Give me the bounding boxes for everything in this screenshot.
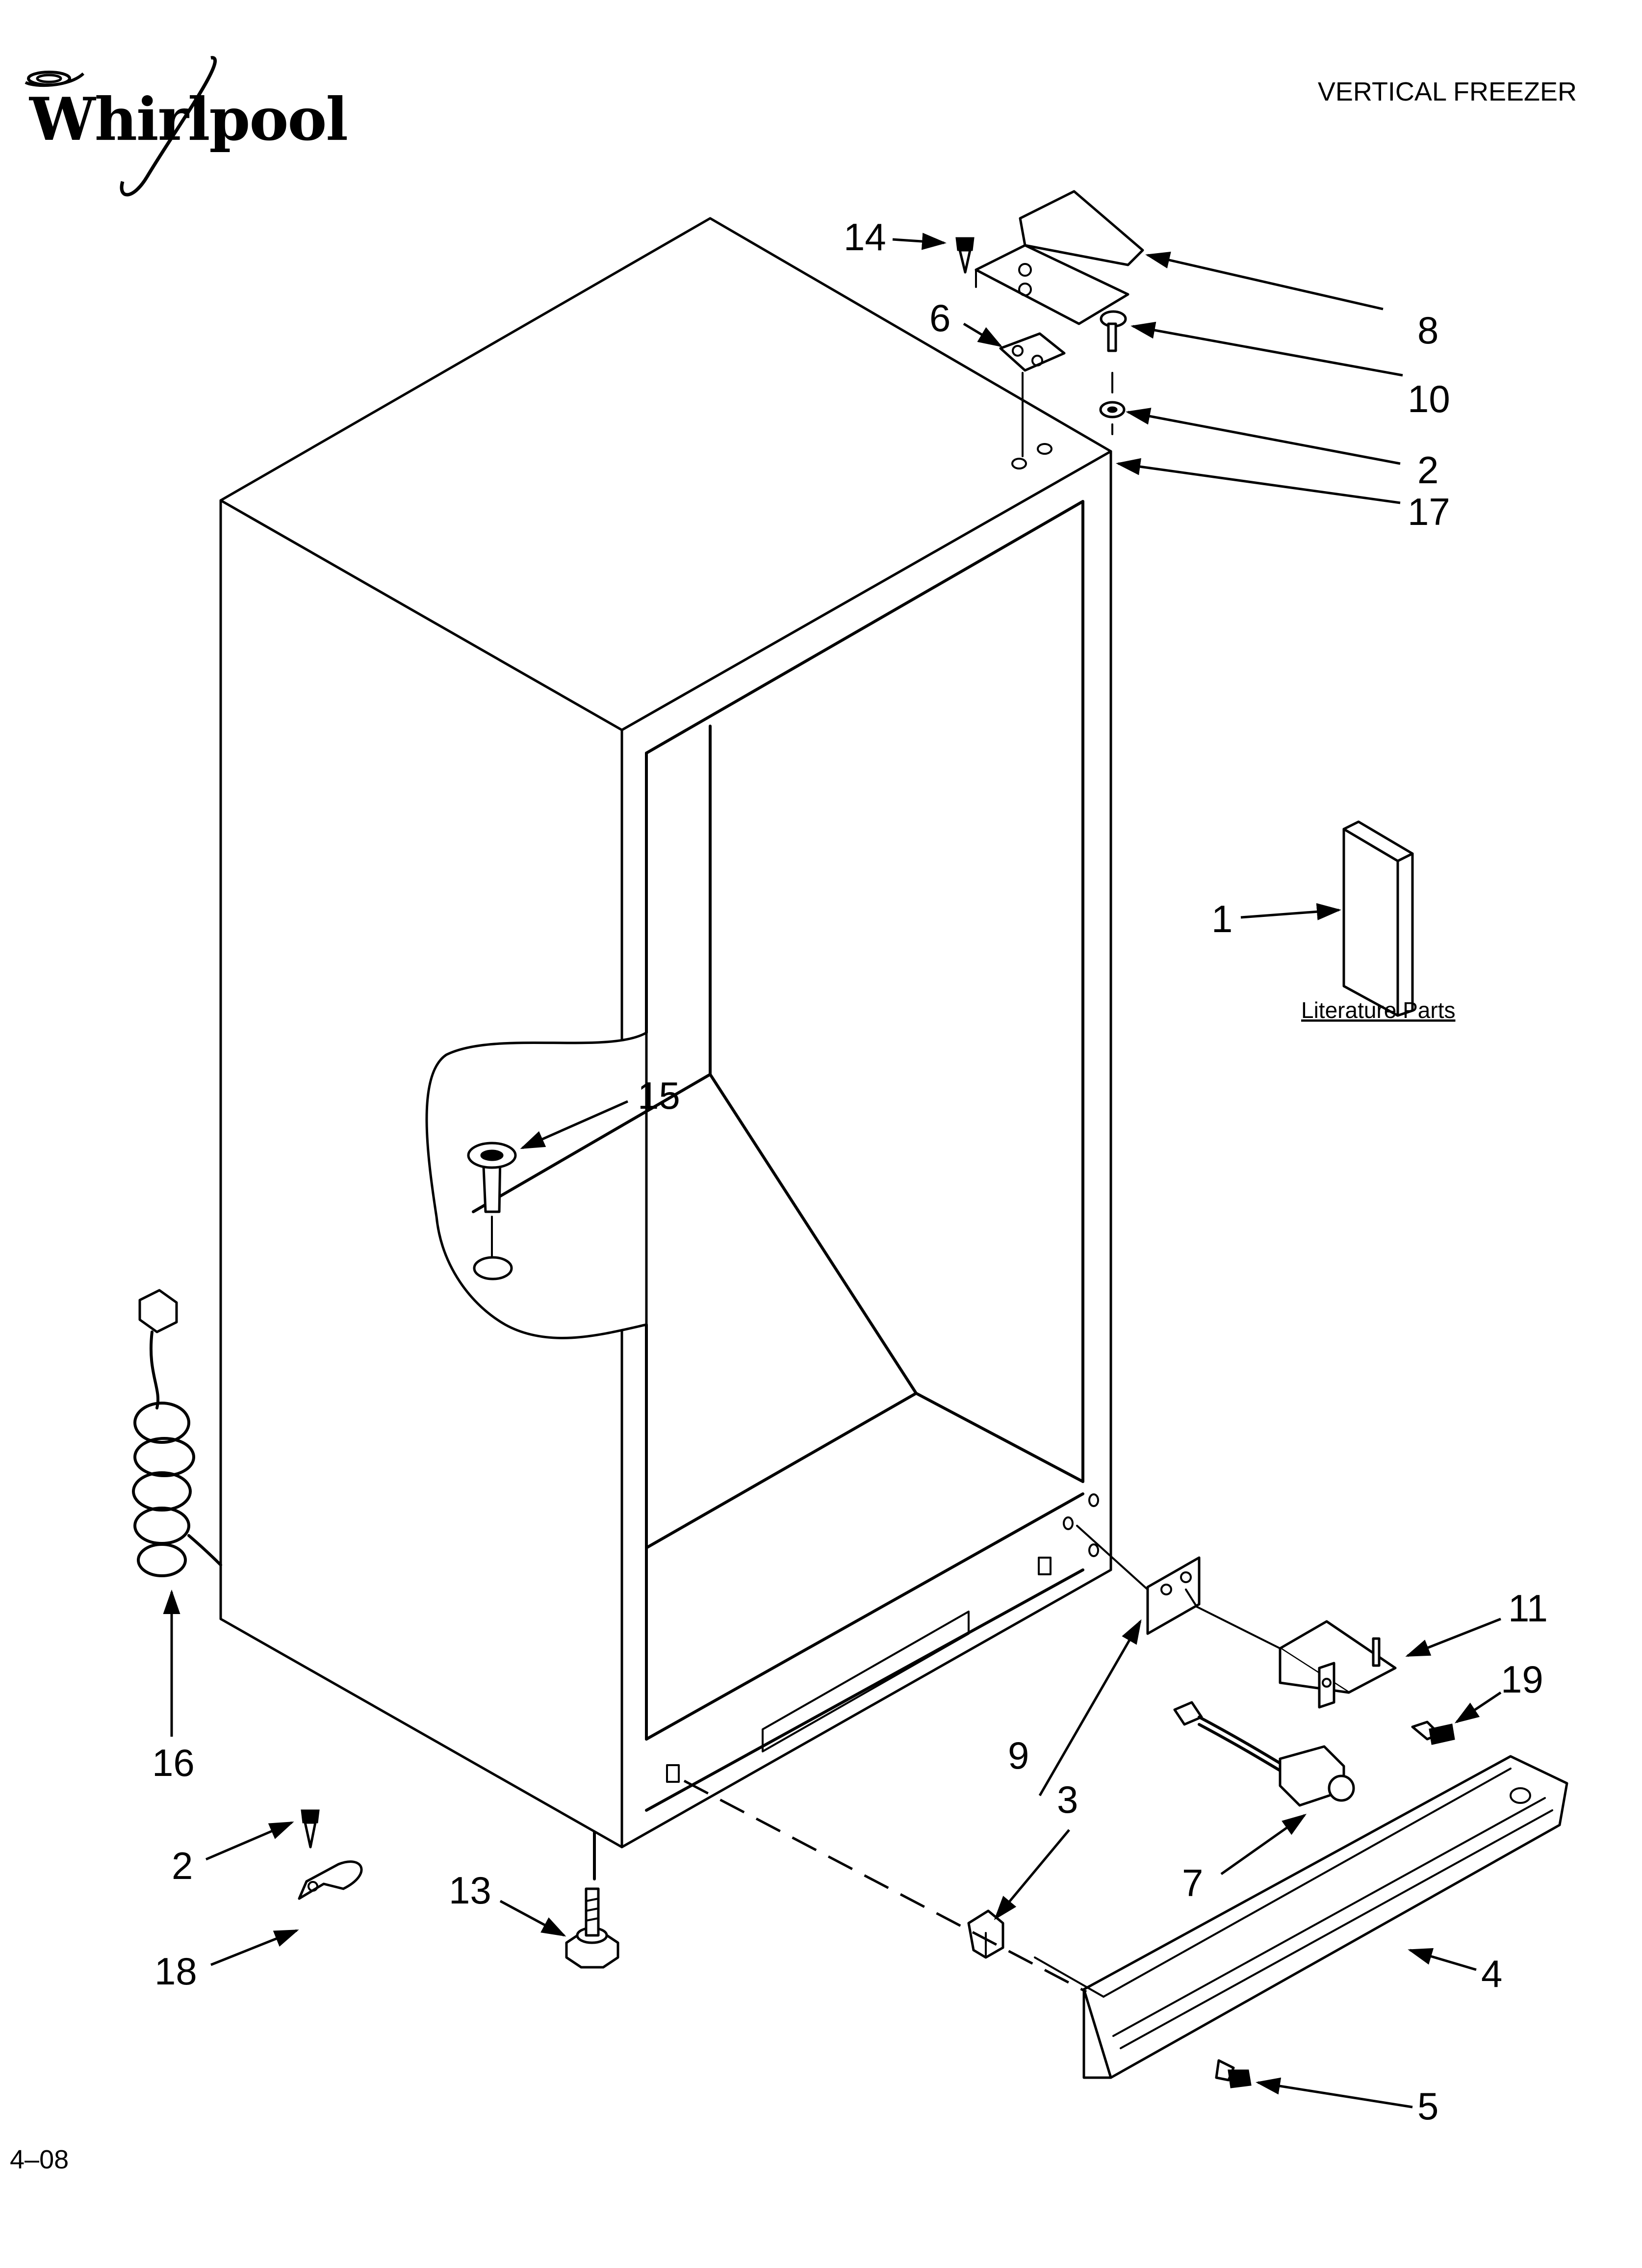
power-cord (132, 1289, 222, 1577)
hinge-screw (955, 237, 975, 274)
literature-parts: Literature Parts (1301, 820, 1455, 1023)
callout-9: 9 (1008, 1734, 1029, 1777)
page-title: VERTICAL FREEZER (1318, 77, 1577, 106)
whirlpool-logo: Whirlpool (25, 56, 348, 197)
drain-tube (467, 1142, 517, 1257)
date-code: 4–08 (10, 2145, 69, 2174)
grille-screw (1215, 2059, 1252, 2088)
freezer-cabinet (219, 217, 1112, 1880)
cord-clamp (298, 1860, 363, 1900)
callout-18: 18 (154, 1950, 197, 1993)
callout-11: 11 (1508, 1587, 1548, 1630)
callout-4: 4 (1481, 1952, 1502, 1995)
callout-5: 5 (1417, 2085, 1438, 2128)
hinge-cover (1019, 190, 1144, 266)
callout-15: 15 (638, 1074, 680, 1117)
callout-19: 19 (1501, 1658, 1543, 1701)
literature-label: Literature Parts (1301, 997, 1455, 1023)
grille-bracket (1076, 1525, 1281, 1649)
callout-labels: 14 8 6 10 2 17 1 15 16 2 18 13 9 3 11 19… (152, 215, 1548, 2128)
callout-14: 14 (844, 215, 886, 259)
hinge-washer (1099, 372, 1126, 435)
bottom-hinge (1279, 1620, 1397, 1709)
callout-16: 16 (152, 1741, 195, 1784)
callout-10: 10 (1408, 377, 1450, 420)
grille-clip (967, 1909, 1004, 1959)
leader-arrows (163, 233, 1502, 2109)
cord-clamp-screw (301, 1809, 320, 1849)
callout-7: 7 (1182, 1861, 1203, 1904)
leveling-leg (565, 1887, 619, 1969)
callout-2-top: 2 (1417, 448, 1438, 492)
callout-8: 8 (1417, 309, 1438, 352)
top-hinge (975, 244, 1129, 352)
door-switch-harness (1173, 1701, 1355, 1807)
base-grille (1082, 1755, 1568, 2079)
callout-13: 13 (449, 1869, 491, 1912)
callout-6: 6 (929, 296, 950, 339)
hinge-screw-bottom (1411, 1721, 1455, 1745)
callout-17: 17 (1408, 490, 1450, 533)
hinge-shim (999, 332, 1066, 457)
brand-wordmark: Whirlpool (28, 85, 347, 154)
callout-2-bottom: 2 (172, 1844, 193, 1887)
callout-3: 3 (1057, 1778, 1078, 1821)
callout-1: 1 (1211, 897, 1232, 940)
